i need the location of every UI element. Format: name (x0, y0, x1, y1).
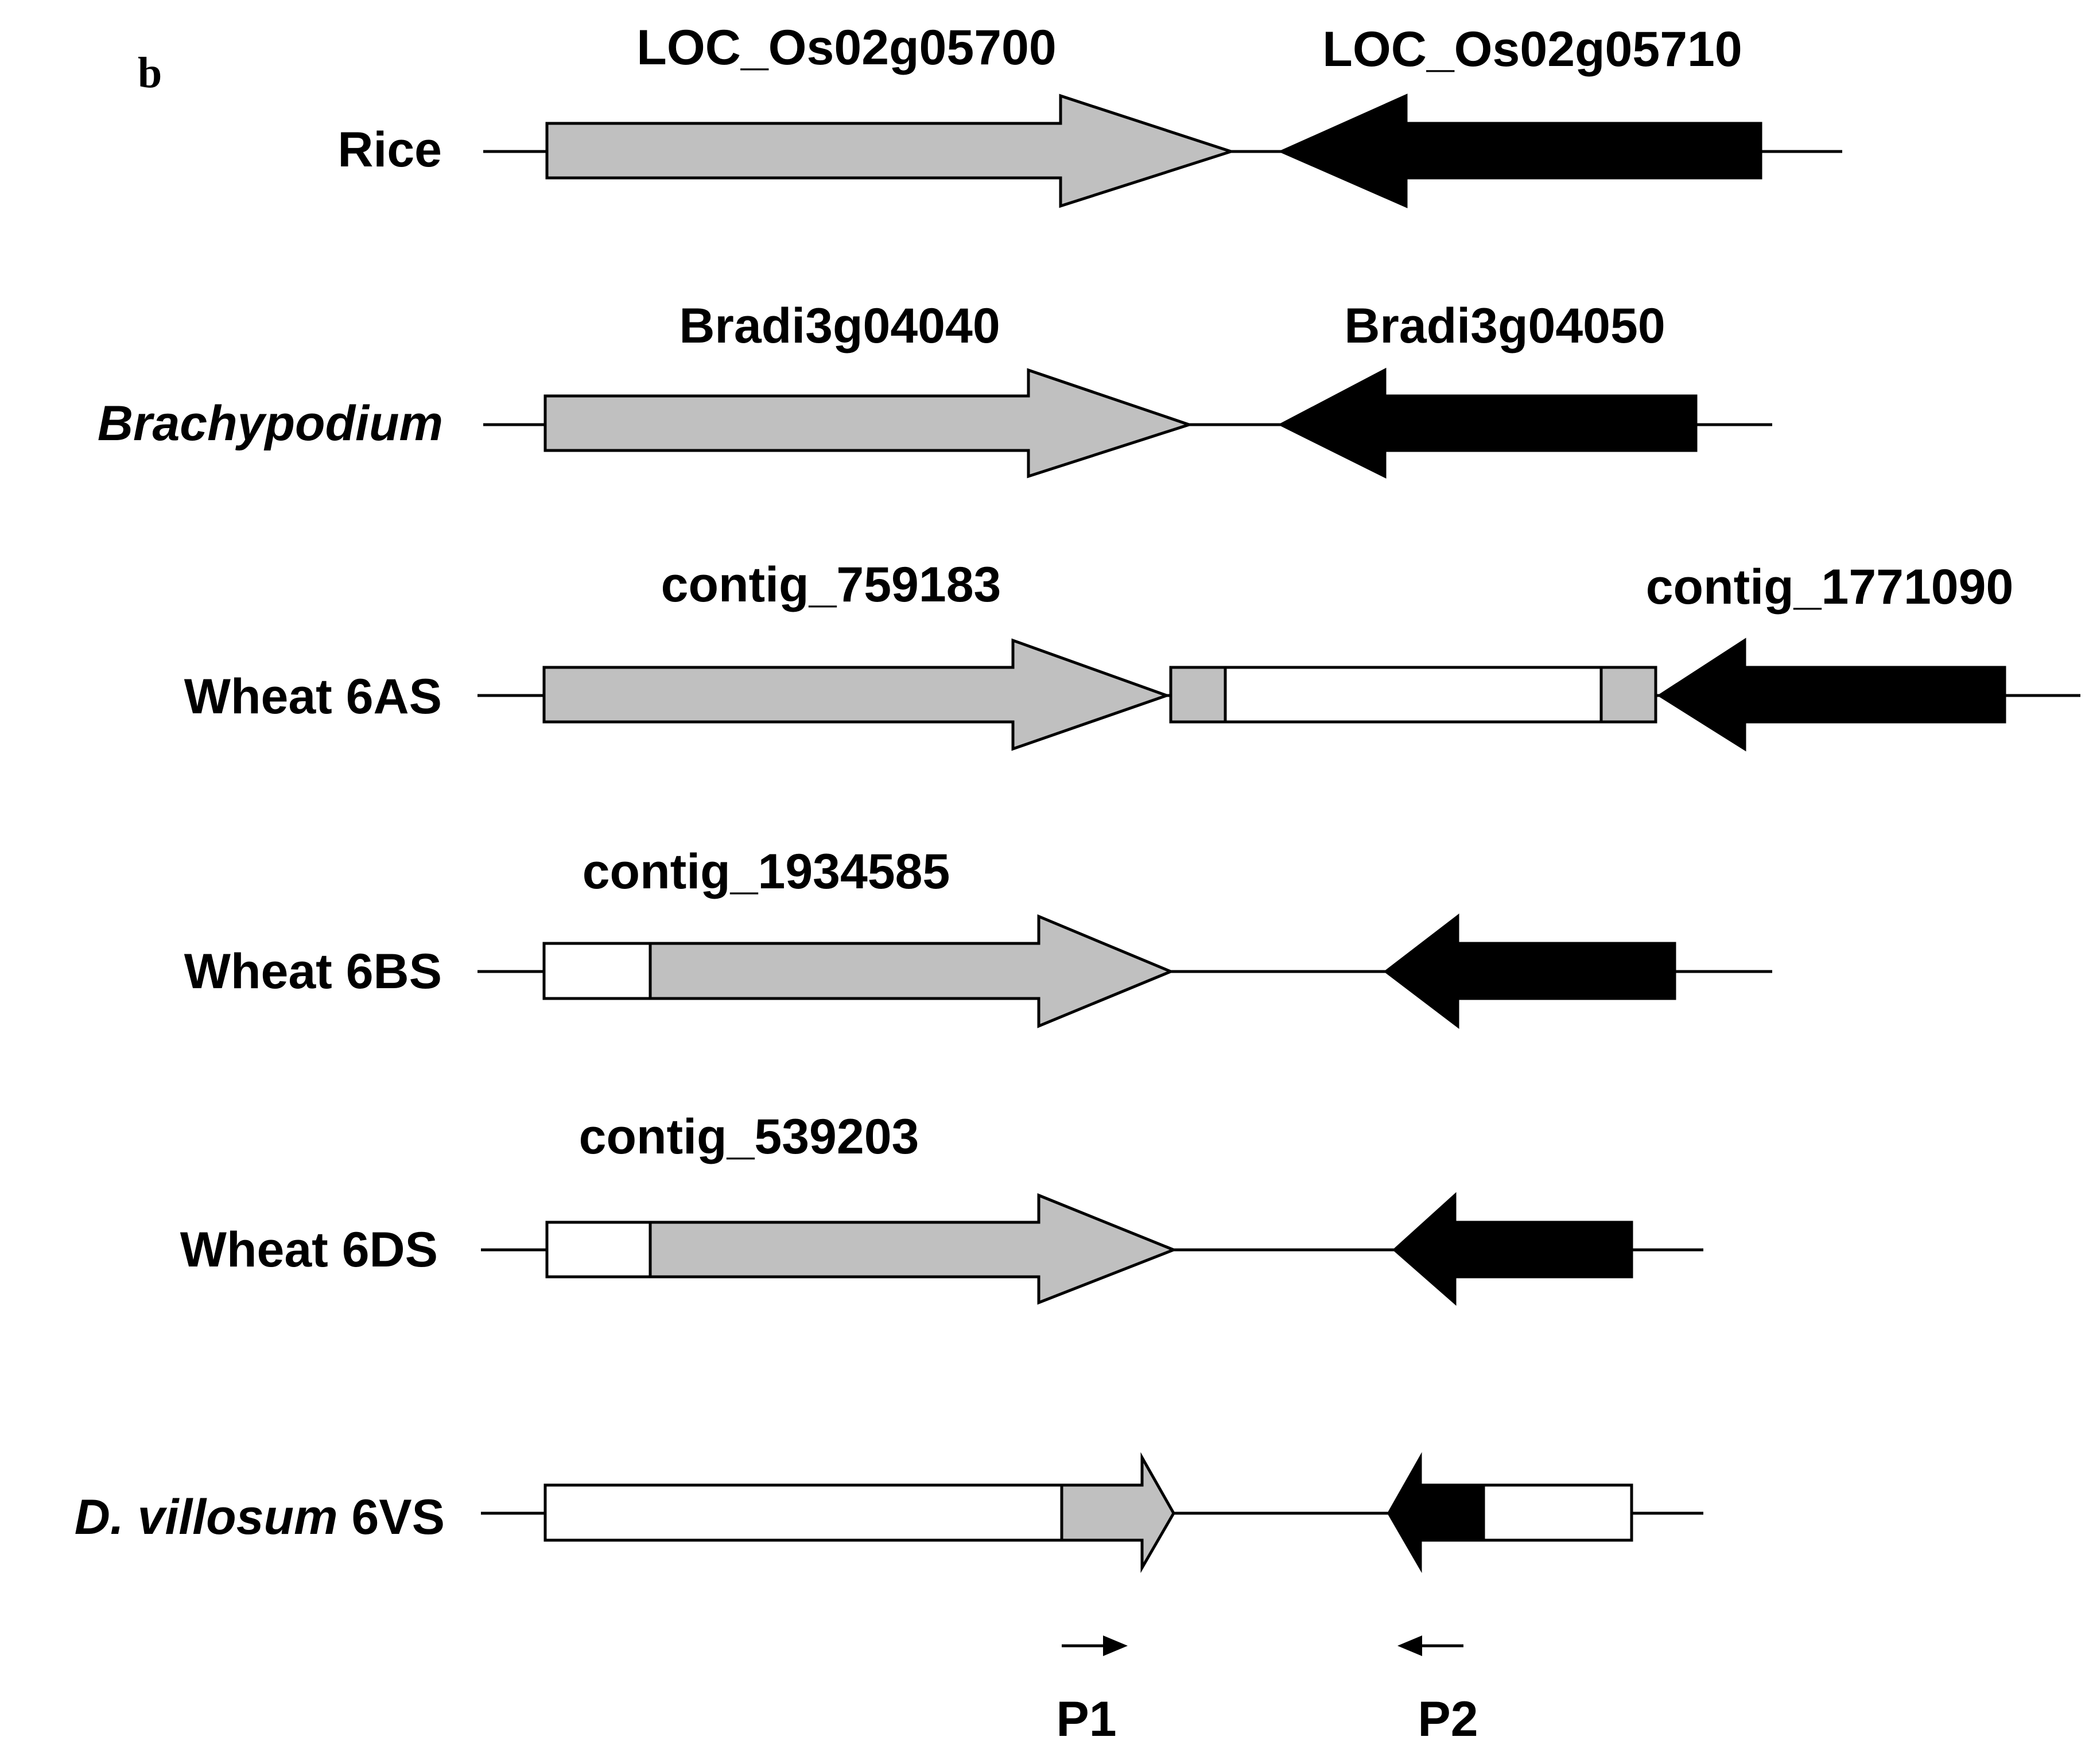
gene-arrow-grey-wheat-6as (542, 638, 1171, 751)
gene-label-rice-right: LOC_Os02g05710 (1322, 22, 1742, 77)
row-wheat-6as: Wheat 6AS contig_759183 contig_1771090 (184, 557, 2080, 752)
primer-p1-arrow-head (1103, 1635, 1128, 1656)
white-block-wheat-6ds (545, 1221, 652, 1279)
row-d-villosum-6vs: D. villosum 6VS (75, 1452, 1703, 1573)
gene-label-brachypodium-right: Bradi3g04050 (1344, 298, 1665, 353)
white-block-d-villosum-right (1482, 1483, 1633, 1542)
gene-arrow-grey-d-villosum (1060, 1452, 1175, 1573)
row-wheat-6ds: Wheat 6DS contig_539203 (180, 1109, 1703, 1306)
gene-label-brachypodium-left: Bradi3g04040 (679, 298, 1000, 353)
white-block-d-villosum-left (543, 1483, 1063, 1542)
gene-arrow-grey-rice (545, 94, 1236, 208)
row-wheat-6bs: Wheat 6BS contig_1934585 (184, 844, 1772, 1029)
gene-arrow-black-wheat-6bs (1383, 913, 1676, 1029)
gene-label-wheat-6as-left: contig_759183 (661, 557, 1001, 612)
primer-p1-label: P1 (1056, 1692, 1116, 1747)
row-label-chromosome: 6VS (338, 1490, 445, 1545)
primer-p2-label: P2 (1418, 1692, 1478, 1747)
gene-arrow-black-brachypodium (1278, 367, 1698, 479)
gene-label-wheat-6bs-left: contig_1934585 (583, 844, 950, 899)
gene-arrow-black-wheat-6as (1657, 638, 2006, 752)
panel-letter: b (138, 49, 162, 97)
row-brachypodium: Brachypodium Bradi3g04040 Bradi3g04050 (98, 298, 1772, 479)
row-label-wheat-6ds: Wheat 6DS (180, 1222, 438, 1277)
primer-p2-arrow-head (1397, 1635, 1422, 1656)
gene-arrow-black-wheat-6ds (1392, 1192, 1633, 1306)
row-label-rice: Rice (337, 122, 442, 177)
white-block-wheat-6bs (542, 942, 652, 1000)
row-label-species: D. villosum (75, 1490, 338, 1545)
gene-label-rice-left: LOC_Os02g05700 (636, 20, 1056, 75)
row-label-wheat-6as: Wheat 6AS (184, 669, 442, 724)
row-label-d-villosum: D. villosum 6VS (75, 1490, 445, 1545)
gene-arrow-black-rice (1278, 94, 1762, 208)
gene-label-wheat-6as-right: contig_1771090 (1646, 559, 2014, 615)
row-rice: Rice LOC_Os02g05700 LOC_Os02g05710 (337, 20, 1842, 208)
primer-p1: P1 (1056, 1635, 1128, 1747)
gene-label-wheat-6ds-left: contig_539203 (579, 1109, 919, 1164)
primer-p2: P2 (1397, 1635, 1478, 1747)
grey-block-left (1169, 666, 1227, 724)
white-insertion-block (1169, 666, 1657, 724)
row-label-brachypodium: Brachypodium (98, 396, 443, 451)
gene-arrow-grey-wheat-6ds (649, 1193, 1178, 1305)
gene-arrow-grey-brachypodium (543, 368, 1194, 479)
row-label-wheat-6bs: Wheat 6BS (184, 944, 442, 999)
gene-arrow-grey-wheat-6bs (649, 914, 1175, 1028)
gene-arrow-black-d-villosum (1387, 1452, 1485, 1573)
grey-block-right (1599, 666, 1657, 724)
